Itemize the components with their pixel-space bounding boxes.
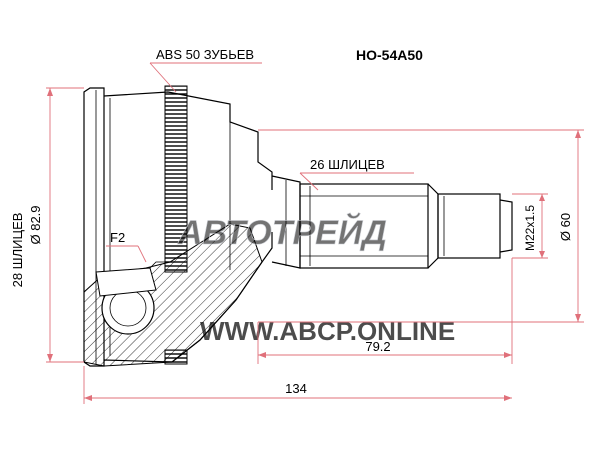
shaft-diameter-label: Ø 60 <box>558 213 573 241</box>
thread-label: M22x1.5 <box>523 205 537 251</box>
housing-section-hatch <box>83 223 263 367</box>
dim-overall-length <box>83 366 512 404</box>
watermark-site: WWW.ABCP.ONLINE <box>200 316 455 346</box>
shaft <box>271 175 513 269</box>
dim-shaft-diameter <box>258 129 584 323</box>
shaft-splines-label: 26 ШЛИЦЕВ <box>310 157 385 172</box>
watermark-logo: АВТОТРЕЙД <box>177 213 387 253</box>
overall-length-label: 134 <box>285 381 307 396</box>
housing-splines-label: 28 ШЛИЦЕВ <box>10 213 25 288</box>
dim-housing-diameter <box>46 87 84 363</box>
abs-leader <box>149 62 262 93</box>
abs-teeth-label: ABS 50 ЗУБЬЕВ <box>156 47 254 62</box>
abs-ring <box>164 85 188 365</box>
splines-leader <box>299 172 414 191</box>
shaft-length-label: 79.2 <box>365 339 390 354</box>
housing-diameter-label: Ø 82.9 <box>28 205 43 244</box>
part-number: HO-54A50 <box>356 47 423 63</box>
feature-f2-label: F2 <box>110 230 125 245</box>
watermark-logo-text: АВТОТРЕЙД <box>177 213 387 252</box>
watermark-site-text: WWW.ABCP.ONLINE <box>200 316 455 346</box>
f2-leader <box>106 245 147 263</box>
dim-thread <box>512 193 548 259</box>
dim-shaft-length <box>257 258 513 364</box>
